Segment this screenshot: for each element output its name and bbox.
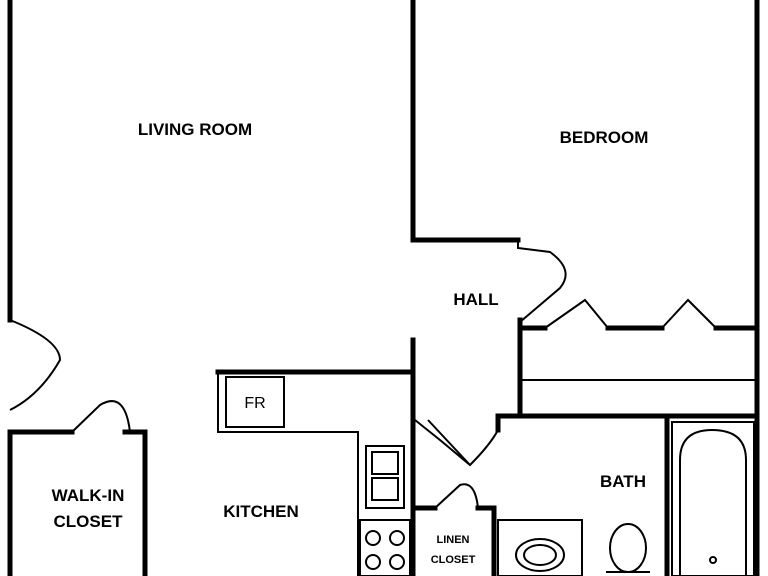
burner-3 <box>365 554 381 570</box>
bath-door <box>414 419 499 467</box>
kitchen-sink <box>365 445 405 509</box>
sink-basin-top <box>371 451 399 475</box>
living-room-label: LIVING ROOM <box>138 120 252 139</box>
burner-4 <box>389 554 405 570</box>
sink-basin-bottom <box>371 477 399 501</box>
bedroom-closet-door-right <box>661 298 717 329</box>
burner-1 <box>365 530 381 546</box>
linen-door <box>434 483 479 509</box>
front-door <box>9 319 62 411</box>
linen-closet-label-line2: CLOSET <box>431 554 476 566</box>
bath-door-leaf <box>427 419 471 466</box>
bathtub-inner <box>679 428 747 576</box>
vanity <box>497 519 583 576</box>
refrigerator-label: FR <box>244 395 265 412</box>
walk-in-closet-label-line1: WALK-IN <box>52 486 125 505</box>
walk-in-closet-label-line2: CLOSET <box>54 512 124 531</box>
vanity-sink <box>515 538 565 572</box>
hall-label: HALL <box>453 290 498 309</box>
bedroom-closet-door-left <box>544 298 609 329</box>
kitchen-label: KITCHEN <box>223 502 299 521</box>
bathtub-drain <box>709 556 717 564</box>
bathtub <box>671 421 755 576</box>
room-labels: LIVING ROOM BEDROOM HALL KITCHEN WALK-IN… <box>52 120 649 566</box>
stove <box>359 519 411 576</box>
bedroom-label: BEDROOM <box>560 128 649 147</box>
linen-closet-label-line1: LINEN <box>437 534 470 546</box>
vanity-sink-inner <box>523 544 557 566</box>
kitchen-counter <box>217 372 359 576</box>
closet-door <box>71 400 131 433</box>
doors <box>9 240 717 509</box>
toilet <box>609 523 647 573</box>
refrigerator <box>225 376 285 428</box>
bath-fixtures <box>497 421 755 576</box>
walls <box>7 0 760 576</box>
burner-2 <box>389 530 405 546</box>
kitchen-fixtures <box>217 372 411 576</box>
bath-label: BATH <box>600 472 646 491</box>
bedroom-door <box>517 240 567 323</box>
